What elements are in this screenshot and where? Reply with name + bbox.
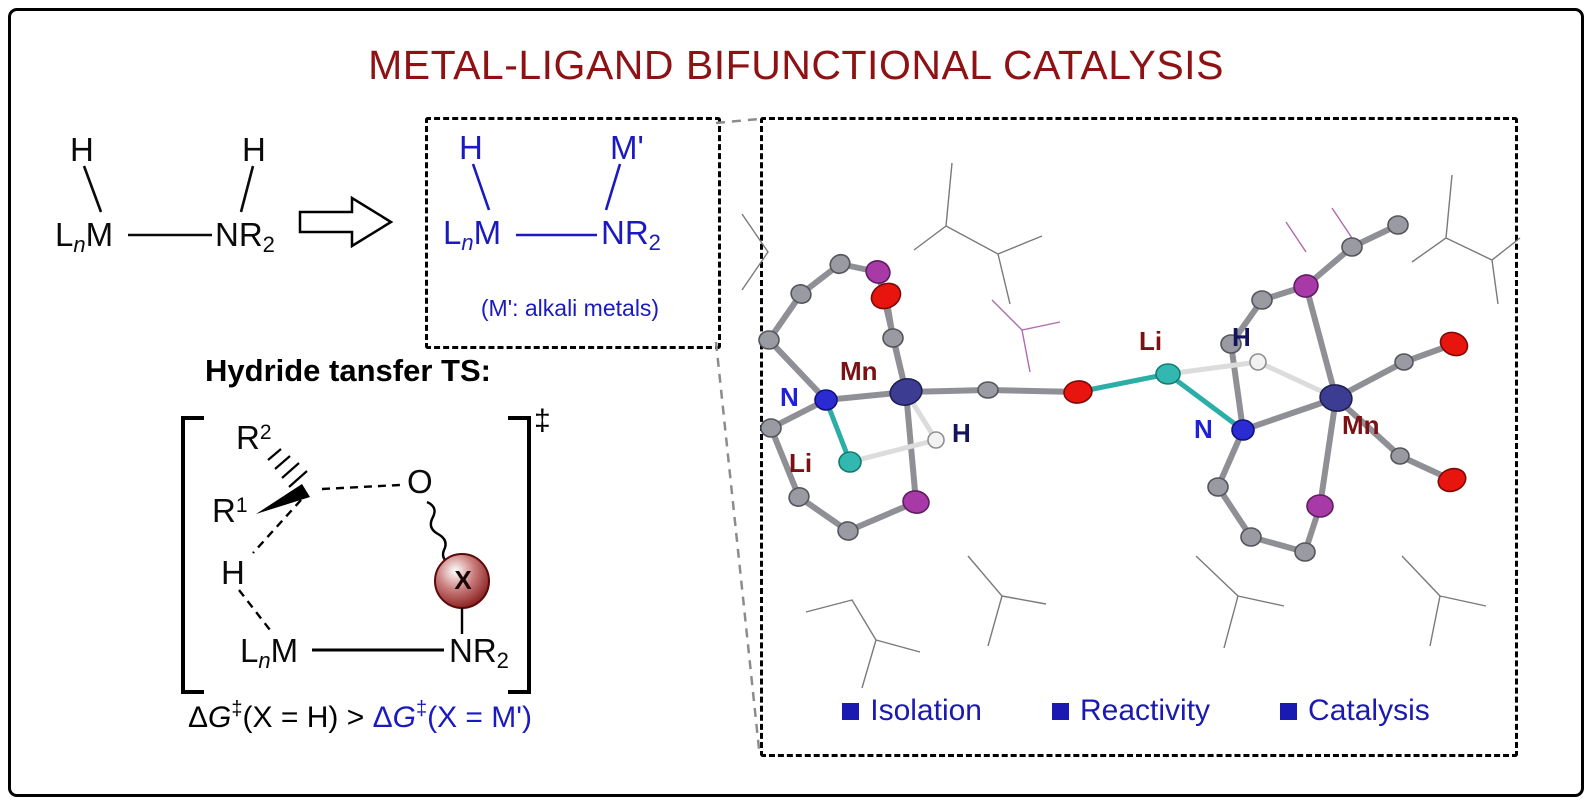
atom-label-mn-left: Mn (840, 356, 878, 386)
legend-label: Isolation (870, 694, 982, 727)
ligand-symbol: L (240, 632, 259, 669)
legend-item-reactivity: Reactivity (1052, 694, 1210, 728)
atom-label-h-right: H (1232, 322, 1251, 352)
ts-nr2: NR2 (449, 634, 509, 672)
metal-symbol: M (270, 632, 299, 669)
reactant-h-right: H (242, 131, 266, 168)
ligand-subscript: n (461, 230, 474, 255)
delta-g-blue: ΔG‡(X = M') (372, 698, 532, 734)
square-bullet-icon (1052, 702, 1069, 720)
amide-symbol: NR (449, 632, 497, 669)
alkali-metal-note: (M': alkali metals) (480, 295, 660, 321)
ligand-symbol: L (55, 216, 74, 253)
atom-label-n-right: N (1194, 414, 1213, 444)
legend-item-isolation: Isolation (842, 694, 982, 728)
amide-subscript: 2 (262, 232, 275, 257)
reactant-lnm: LnM (55, 218, 113, 256)
ts-hydride: H (221, 554, 245, 591)
energy-inequality: ΔG‡(X = H) > ΔG‡(X = M') (110, 698, 610, 735)
ligand-symbol: L (443, 214, 462, 251)
ts-heading: Hydride tansfer TS: (205, 353, 491, 388)
product-lnm: LnM (443, 216, 501, 254)
legend-label: Catalysis (1308, 694, 1430, 727)
condition-x-m: (X = M') (427, 701, 532, 734)
product-m-prime: M' (610, 129, 644, 166)
delta-g-black: ΔG‡(X = H) > (188, 698, 373, 734)
atom-label-li-center: Li (1139, 326, 1163, 356)
ts-oxygen: O (407, 463, 433, 500)
ligand-subscript: n (258, 648, 271, 673)
amide-symbol: NR (215, 216, 263, 253)
reactant-nr2: NR2 (215, 218, 275, 256)
square-bullet-icon (1280, 702, 1298, 720)
double-dagger-symbol: ‡ (231, 698, 243, 720)
crystal-structure-dashed-box (760, 117, 1518, 757)
r-superscript: 2 (259, 421, 272, 444)
ts-lnm: LnM (240, 634, 298, 672)
delta-symbol: Δ (372, 701, 393, 734)
r-superscript: 1 (235, 494, 248, 517)
product-h: H (459, 129, 483, 166)
r-symbol: R (236, 419, 260, 456)
ts-r2: R2 (236, 421, 272, 454)
metal-symbol: M (473, 214, 502, 251)
g-symbol: G (208, 701, 232, 734)
reactant-h-left: H (70, 131, 94, 168)
x-sphere-label: X (454, 565, 472, 595)
ts-r1: R1 (212, 494, 248, 527)
outer-border (8, 8, 1584, 797)
atom-label-h-left: H (952, 418, 971, 448)
figure-title: METAL-LIGAND BIFUNCTIONAL CATALYSIS (368, 42, 1224, 88)
atom-label-mn-right: Mn (1342, 410, 1380, 440)
atom-label-n-left: N (780, 382, 799, 412)
square-bullet-icon (842, 702, 860, 720)
double-dagger-symbol: ‡ (534, 404, 551, 437)
legend-item-catalysis: Catalysis (1280, 694, 1430, 728)
delta-symbol: Δ (188, 701, 209, 734)
amide-symbol: NR (601, 214, 649, 251)
condition-x-h: (X = H) > (242, 701, 373, 734)
legend-row: Isolation Reactivity Catalysis (770, 694, 1502, 728)
amide-subscript: 2 (648, 230, 661, 255)
product-dashed-box (425, 117, 721, 349)
double-dagger-symbol: ‡ (415, 698, 428, 720)
g-symbol: G (392, 701, 416, 734)
atom-label-li-left: Li (789, 448, 813, 478)
r-symbol: R (212, 492, 236, 529)
amide-subscript: 2 (496, 648, 509, 673)
legend-label: Reactivity (1080, 694, 1211, 727)
metal-symbol: M (85, 216, 114, 253)
product-nr2: NR2 (601, 216, 661, 254)
ligand-subscript: n (73, 232, 86, 257)
